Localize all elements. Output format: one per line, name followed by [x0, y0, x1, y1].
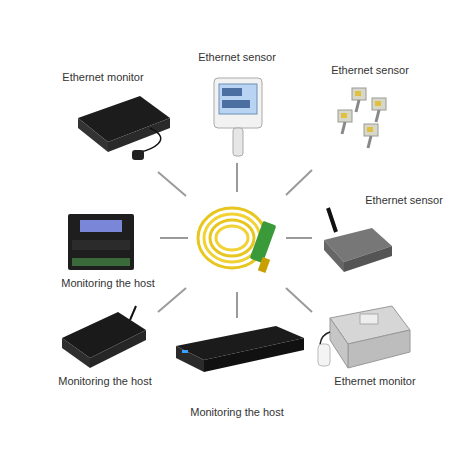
device-label: Ethernet sensor — [198, 51, 276, 64]
ethernet-sensor-device — [214, 78, 262, 156]
monitoring-host-device — [68, 214, 134, 270]
monitoring-host-device — [62, 306, 146, 368]
sensing-cable — [198, 208, 276, 273]
ethernet-monitor-device — [318, 306, 410, 368]
ethernet-monitor-device — [78, 96, 170, 160]
device-label: Ethernet monitor — [62, 71, 143, 84]
ethernet-sensor-device — [338, 88, 386, 148]
device-label: Ethernet monitor — [334, 375, 415, 388]
ethernet-sensor-device — [324, 208, 392, 272]
monitoring-host-device — [176, 326, 304, 372]
device-label: Monitoring the host — [58, 375, 152, 388]
device-label: Monitoring the host — [61, 277, 155, 290]
device-label: Ethernet sensor — [365, 194, 443, 207]
spoke-lines — [158, 163, 312, 318]
device-label: Ethernet sensor — [331, 64, 409, 77]
device-label: Monitoring the host — [190, 406, 284, 419]
